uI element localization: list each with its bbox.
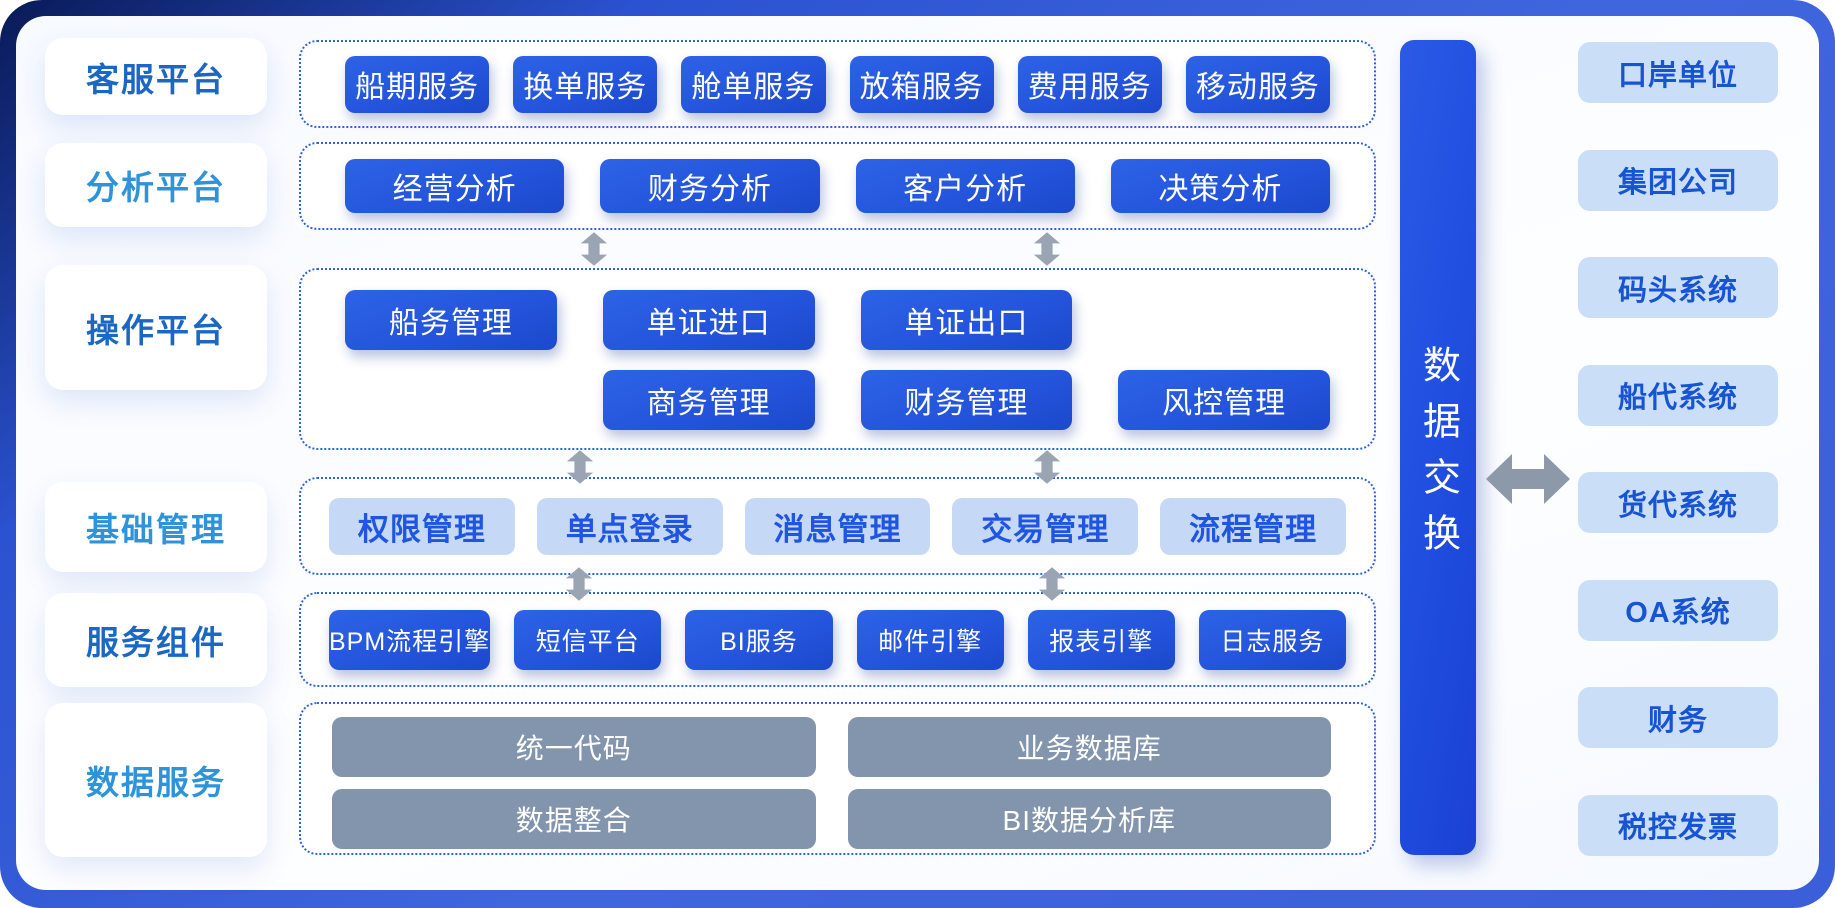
module-box: 邮件引擎 [856, 609, 1004, 670]
module-box: BPM流程引擎 [329, 609, 491, 670]
module-box: 单点登录 [536, 497, 723, 555]
module-box: 客户分析 [855, 159, 1075, 213]
vertical-double-arrow-icon [580, 231, 608, 267]
module-box: 统一代码 [332, 717, 816, 777]
data-exchange-label: 数据交换 [1416, 344, 1459, 569]
module-box: 单证进口 [602, 290, 815, 350]
vertical-double-arrow-icon [1033, 449, 1061, 485]
module-box: 经营分析 [345, 159, 565, 213]
module-box: 决策分析 [1110, 159, 1330, 213]
horizontal-double-arrow-icon [1486, 452, 1570, 506]
module-box: BI服务 [685, 609, 833, 670]
module-box: 风控管理 [1118, 370, 1330, 430]
module-box: 短信平台 [514, 609, 662, 670]
module-box: 日志服务 [1198, 609, 1346, 670]
module-box: 数据整合 [332, 789, 816, 849]
module-box: BI数据分析库 [847, 789, 1331, 849]
vertical-double-arrow-icon [1033, 231, 1061, 267]
vertical-double-arrow-icon [1038, 566, 1066, 602]
module-box: 移动服务 [1185, 55, 1331, 113]
external-systems-column: 口岸单位 集团公司 码头系统 船代系统 货代系统 OA系统 财务 税控发票 [1578, 42, 1778, 856]
module-box: 换单服务 [513, 55, 658, 113]
external-system-box: 税控发票 [1578, 794, 1778, 856]
external-system-box: 口岸单位 [1578, 42, 1778, 103]
module-box: 权限管理 [329, 497, 515, 555]
external-system-box: OA系统 [1578, 579, 1778, 641]
vertical-double-arrow-icon [565, 566, 593, 602]
service-components-section: BPM流程引擎 短信平台 BI服务 邮件引擎 报表引擎 日志服务 [299, 592, 1376, 687]
module-box: 财务分析 [600, 159, 820, 213]
module-box: 舱单服务 [681, 55, 826, 113]
module-box: 商务管理 [602, 370, 815, 430]
module-box: 消息管理 [744, 497, 931, 555]
vertical-double-arrow-icon [566, 449, 594, 485]
external-system-box: 财务 [1578, 687, 1778, 749]
base-management-section: 权限管理 单点登录 消息管理 交易管理 流程管理 [299, 477, 1376, 575]
module-box: 财务管理 [860, 370, 1073, 430]
platform-label-data-services: 数据服务 [45, 703, 267, 857]
platform-label-customer: 客服平台 [45, 38, 267, 115]
platform-label-operation: 操作平台 [45, 265, 267, 390]
platform-label-service-components: 服务组件 [45, 593, 267, 687]
module-box: 业务数据库 [847, 717, 1331, 777]
module-box: 交易管理 [952, 497, 1139, 555]
external-system-box: 船代系统 [1578, 364, 1778, 426]
data-exchange-bar: 数据交换 [1400, 40, 1476, 855]
module-box: 单证出口 [860, 290, 1073, 350]
data-services-section: 统一代码 业务数据库 数据整合 BI数据分析库 [299, 702, 1376, 855]
module-box: 船期服务 [345, 55, 490, 113]
module-box: 放箱服务 [849, 55, 994, 113]
platform-label-analysis: 分析平台 [45, 143, 267, 227]
analysis-platform-section: 经营分析 财务分析 客户分析 决策分析 [299, 142, 1376, 230]
external-system-box: 集团公司 [1578, 149, 1778, 211]
operation-platform-section: 船务管理 单证进口 单证出口 商务管理 财务管理 风控管理 [299, 268, 1376, 450]
external-system-box: 码头系统 [1578, 257, 1778, 319]
module-box: 费用服务 [1017, 55, 1162, 113]
module-box: 流程管理 [1160, 497, 1346, 555]
module-box: 报表引擎 [1027, 609, 1175, 670]
module-box: 船务管理 [345, 290, 557, 350]
external-system-box: 货代系统 [1578, 472, 1778, 534]
platform-label-base-management: 基础管理 [45, 482, 267, 572]
customer-platform-section: 船期服务 换单服务 舱单服务 放箱服务 费用服务 移动服务 [299, 40, 1376, 128]
